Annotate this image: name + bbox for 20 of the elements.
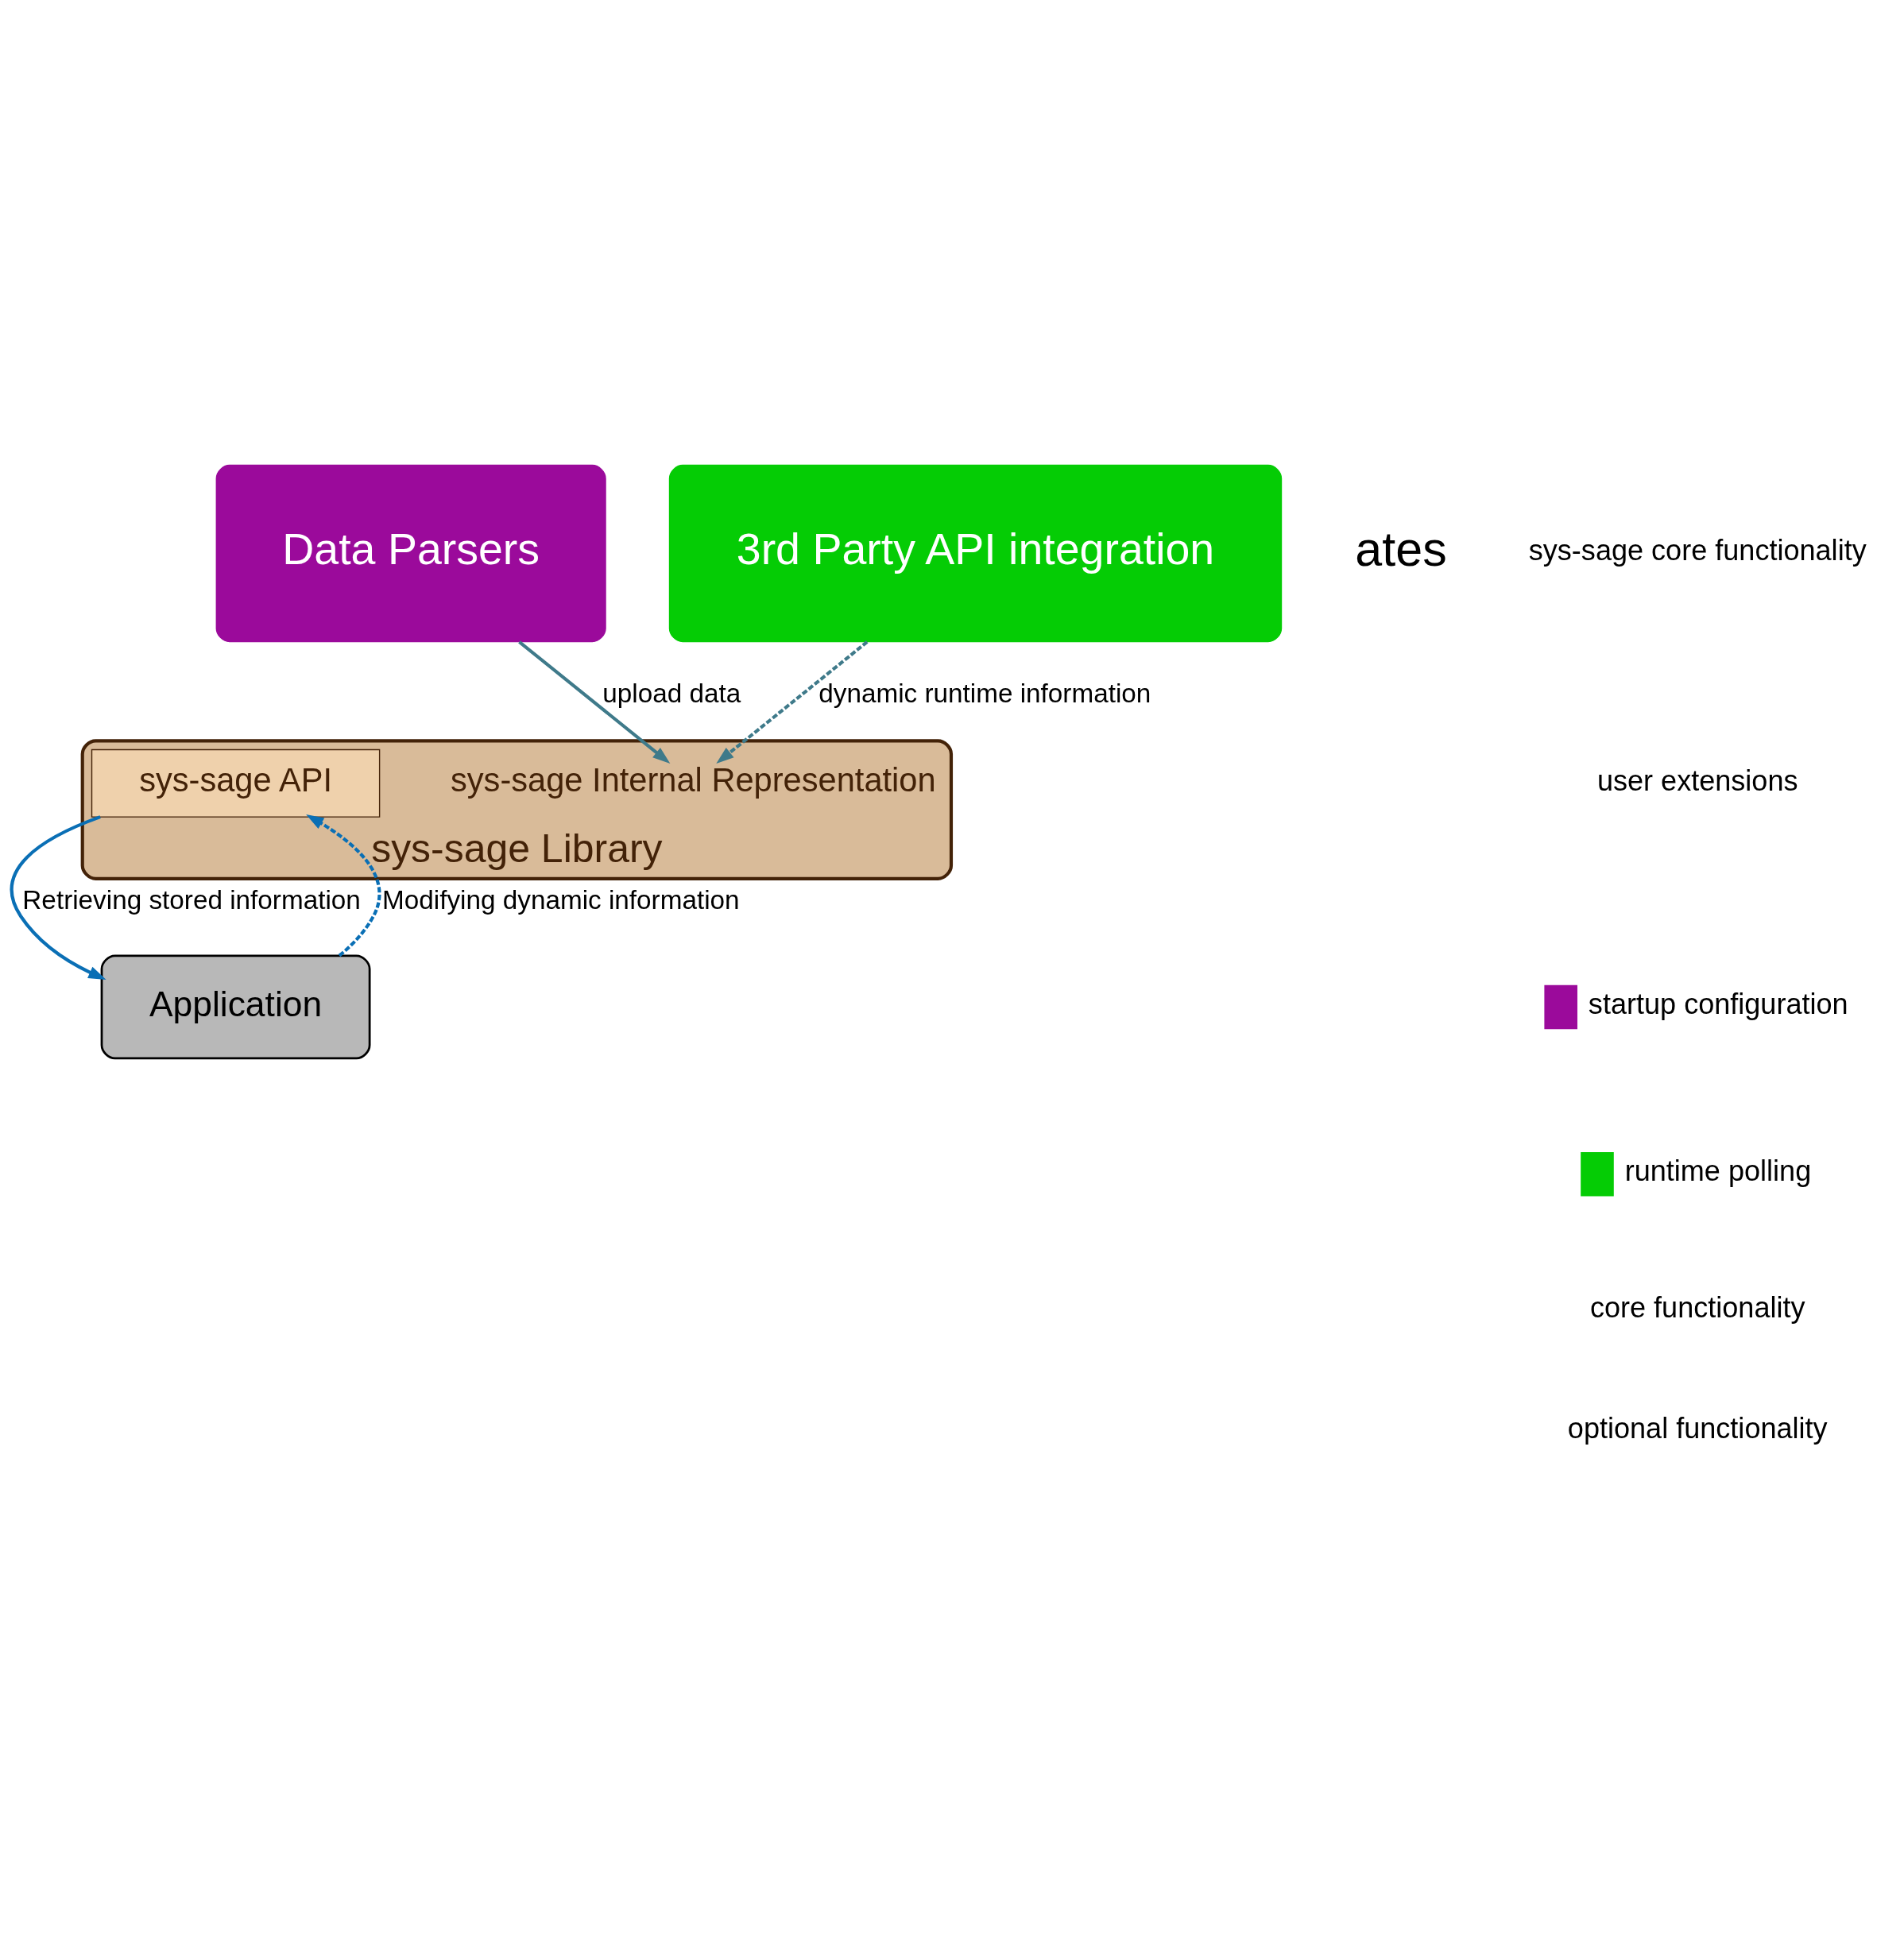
legend-label: startup configuration	[1588, 987, 1848, 1020]
arrow	[716, 640, 869, 764]
legend-label: sys-sage core functionality	[1528, 533, 1867, 567]
arrow	[306, 814, 381, 957]
arrow	[10, 814, 106, 980]
legend-label: optional functionality	[1567, 1411, 1828, 1445]
node-box: 3rd Party API integration	[668, 464, 1283, 642]
arrow	[518, 640, 671, 764]
node-box: Data Parsers	[215, 464, 606, 642]
legend-label: core functionality	[1589, 1290, 1805, 1324]
edge-label: upload data	[602, 678, 741, 708]
legend-label: runtime polling	[1624, 1154, 1812, 1187]
edge-label: Modifying dynamic information	[382, 884, 740, 915]
node-box: sys-sage API	[91, 748, 381, 818]
legend-label: user extensions	[1596, 764, 1798, 797]
edge-label: Retrieving stored information	[22, 884, 361, 915]
label: ates	[1355, 521, 1447, 576]
edge-label: dynamic runtime information	[818, 678, 1151, 708]
node-box: Application	[100, 954, 371, 1059]
node-text: sys-sage Internal Representation	[451, 760, 936, 799]
